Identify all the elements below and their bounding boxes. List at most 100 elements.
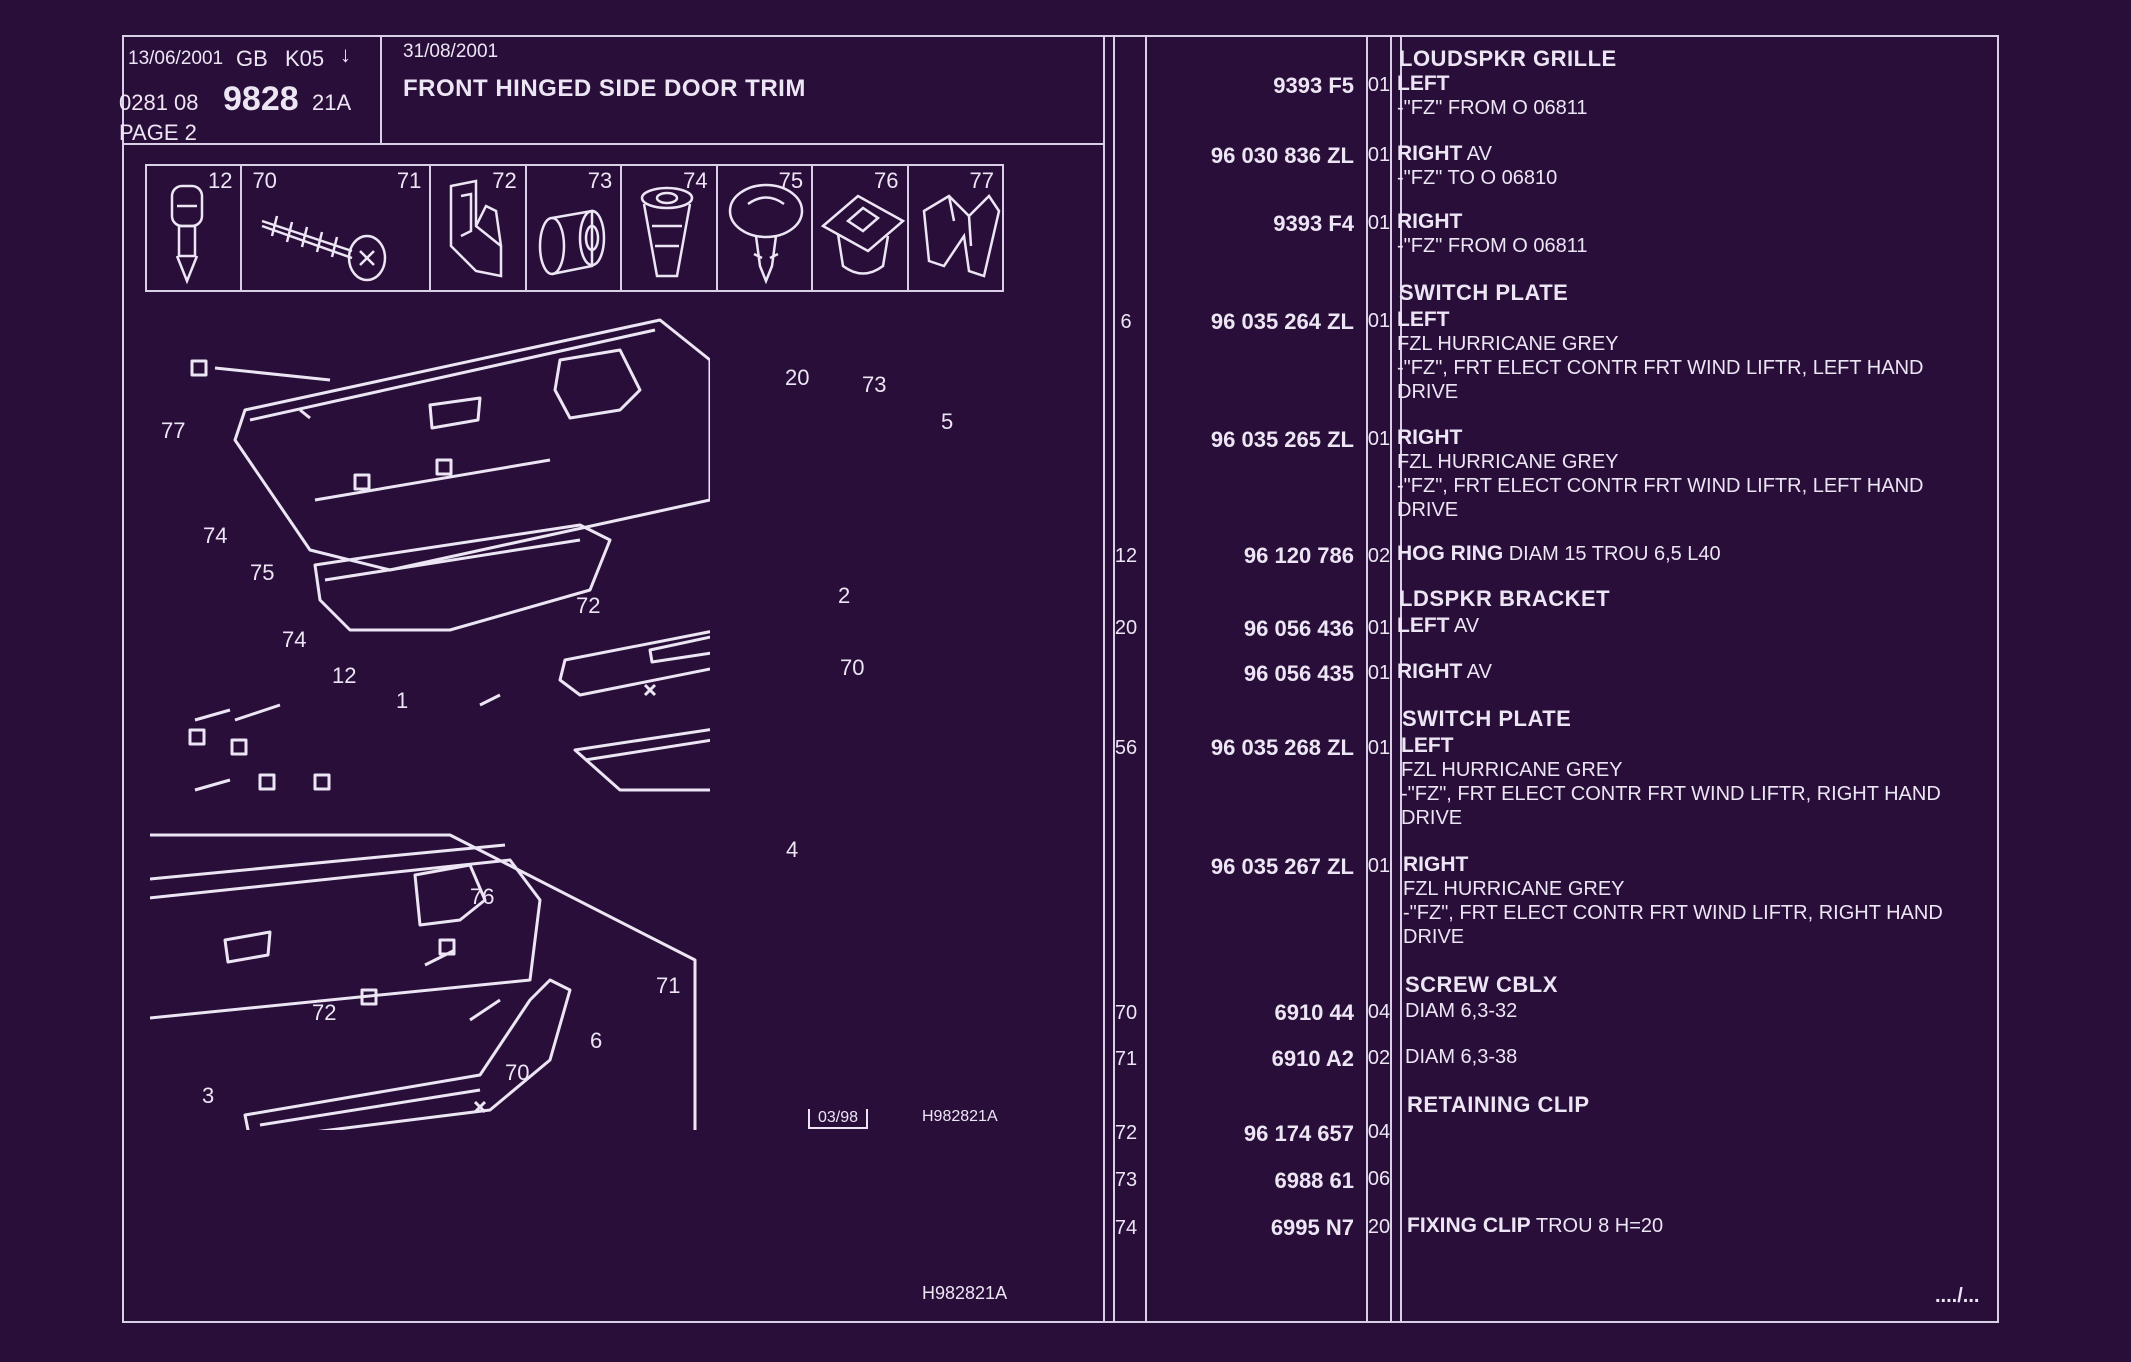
callout-label: 5	[941, 409, 954, 434]
door-trim-exploded-diagram	[150, 318, 710, 1130]
row-ref: 12	[1114, 545, 1138, 567]
callout-label: 72	[312, 1000, 337, 1025]
header-code: K05	[285, 46, 325, 71]
icon-num: 12	[207, 168, 233, 193]
parts-sheet-frame	[122, 35, 1999, 1323]
divider-qty-right	[1390, 35, 1392, 1323]
row-description: RIGHT-"FZ" FROM O 06811	[1397, 210, 1588, 257]
row-part-number: 9393 F4	[1273, 211, 1354, 236]
row-part-number: 96 035 267 ZL	[1210, 854, 1354, 879]
armrest-4	[573, 728, 710, 792]
callout-label: 4	[786, 837, 799, 862]
screw-icon	[262, 215, 387, 282]
row-qty: 01	[1367, 737, 1391, 759]
row-part-number: 96 174 657	[1243, 1121, 1354, 1146]
divider-desc	[1400, 35, 1402, 1323]
divider-diagram	[1103, 35, 1105, 1323]
icon-num: 77	[969, 168, 994, 193]
callout-label: 20	[785, 365, 810, 390]
row-description: LEFT-"FZ" FROM O 06811	[1397, 72, 1588, 119]
header-prefix: 0281 08	[119, 90, 199, 115]
icon-cell-75: 75	[718, 166, 814, 290]
grommet-icon	[820, 194, 906, 275]
row-ref: 6	[1120, 311, 1132, 333]
spring-clip-icon	[922, 194, 1000, 278]
fastener-icon-strip: 12 70 71 72	[145, 164, 1004, 292]
icon-cell-73: 73	[527, 166, 623, 290]
row-description: DIAM 6,3-38	[1405, 1046, 1518, 1068]
callout-label: 3	[202, 1083, 215, 1108]
callout-label: 73	[862, 372, 887, 397]
callout-label: 76	[470, 884, 495, 909]
icon-num: 70	[252, 168, 277, 193]
row-qty: 20	[1367, 1216, 1391, 1238]
icon-cell-74: 74	[622, 166, 718, 290]
callout-label: 77	[161, 418, 186, 443]
row-qty: 01	[1367, 212, 1391, 234]
header-date2: 31/08/2001	[403, 41, 499, 62]
row-part-number: 96 035 265 ZL	[1210, 427, 1354, 452]
divider-qty-left	[1366, 35, 1368, 1323]
row-part-number: 6995 N7	[1270, 1215, 1354, 1240]
row-qty: 01	[1367, 855, 1391, 877]
icon-cell-77: 77	[909, 166, 1002, 290]
row-qty: 01	[1367, 144, 1391, 166]
callout-label: 6	[590, 1028, 603, 1053]
icon-cell-76: 76	[813, 166, 909, 290]
divider-ref-left	[1113, 35, 1115, 1323]
header-arrow-icon: ↓	[340, 42, 351, 67]
callout-label: 74	[203, 523, 228, 548]
row-ref: 72	[1114, 1122, 1138, 1144]
callout-label: 1	[396, 688, 409, 713]
row-part-number: 6910 A2	[1271, 1046, 1354, 1071]
section-head: SCREW CBLX	[1405, 972, 1558, 997]
row-part-number: 96 056 435	[1243, 661, 1354, 686]
row-ref: 20	[1114, 617, 1138, 639]
switch-plate-2	[558, 630, 710, 697]
header-country: GB	[236, 46, 268, 71]
section-head: SWITCH PLATE	[1402, 706, 1572, 731]
header-suffix: 21A	[312, 90, 352, 115]
screw-70-mark-lower	[473, 1100, 487, 1114]
header-date1: 13/06/2001	[128, 48, 224, 69]
push-clip-icon	[728, 183, 803, 285]
section-head: LDSPKR BRACKET	[1399, 586, 1611, 611]
speaker-opening	[553, 348, 642, 420]
continued-marker: ..../...	[1935, 1285, 1980, 1307]
row-ref: 71	[1114, 1048, 1138, 1070]
row-description: RIGHT AV-"FZ" TO O 06810	[1397, 142, 1558, 189]
armrest-1	[313, 523, 612, 632]
icon-cell-72: 72	[431, 166, 527, 290]
row-ref: 74	[1114, 1217, 1138, 1239]
divider-ref-right	[1145, 35, 1147, 1323]
row-part-number: 96 035 264 ZL	[1210, 309, 1354, 334]
clip-icon	[538, 209, 606, 276]
row-qty: 01	[1367, 662, 1391, 684]
header-number: 9828	[223, 80, 299, 118]
row-description: LEFT AV	[1397, 614, 1480, 637]
fixing-clip-icon	[640, 186, 694, 278]
door-panel-outline	[233, 318, 710, 572]
row-qty: 01	[1367, 617, 1391, 639]
row-part-number: 96 035 268 ZL	[1210, 735, 1354, 760]
row-description: HOG RING DIAM 15 TROU 6,5 L40	[1397, 542, 1721, 565]
row-qty: 02	[1367, 545, 1391, 567]
row-qty: 06	[1367, 1168, 1391, 1190]
callout-label: 75	[250, 560, 275, 585]
icon-num: 76	[874, 168, 899, 193]
row-description: RIGHT AV	[1397, 660, 1492, 683]
row-part-number: 96 030 836 ZL	[1210, 143, 1354, 168]
callout-label: 72	[576, 593, 601, 618]
header-rule	[122, 143, 1103, 145]
footer-ref-code: H982821A	[922, 1283, 1008, 1303]
icon-num: 73	[587, 168, 613, 193]
screw-70-mark	[643, 683, 657, 697]
row-part-number: 9393 F5	[1273, 73, 1354, 98]
handle-recess	[428, 396, 482, 430]
row-qty: 01	[1367, 74, 1391, 96]
row-qty: 04	[1367, 1001, 1391, 1023]
